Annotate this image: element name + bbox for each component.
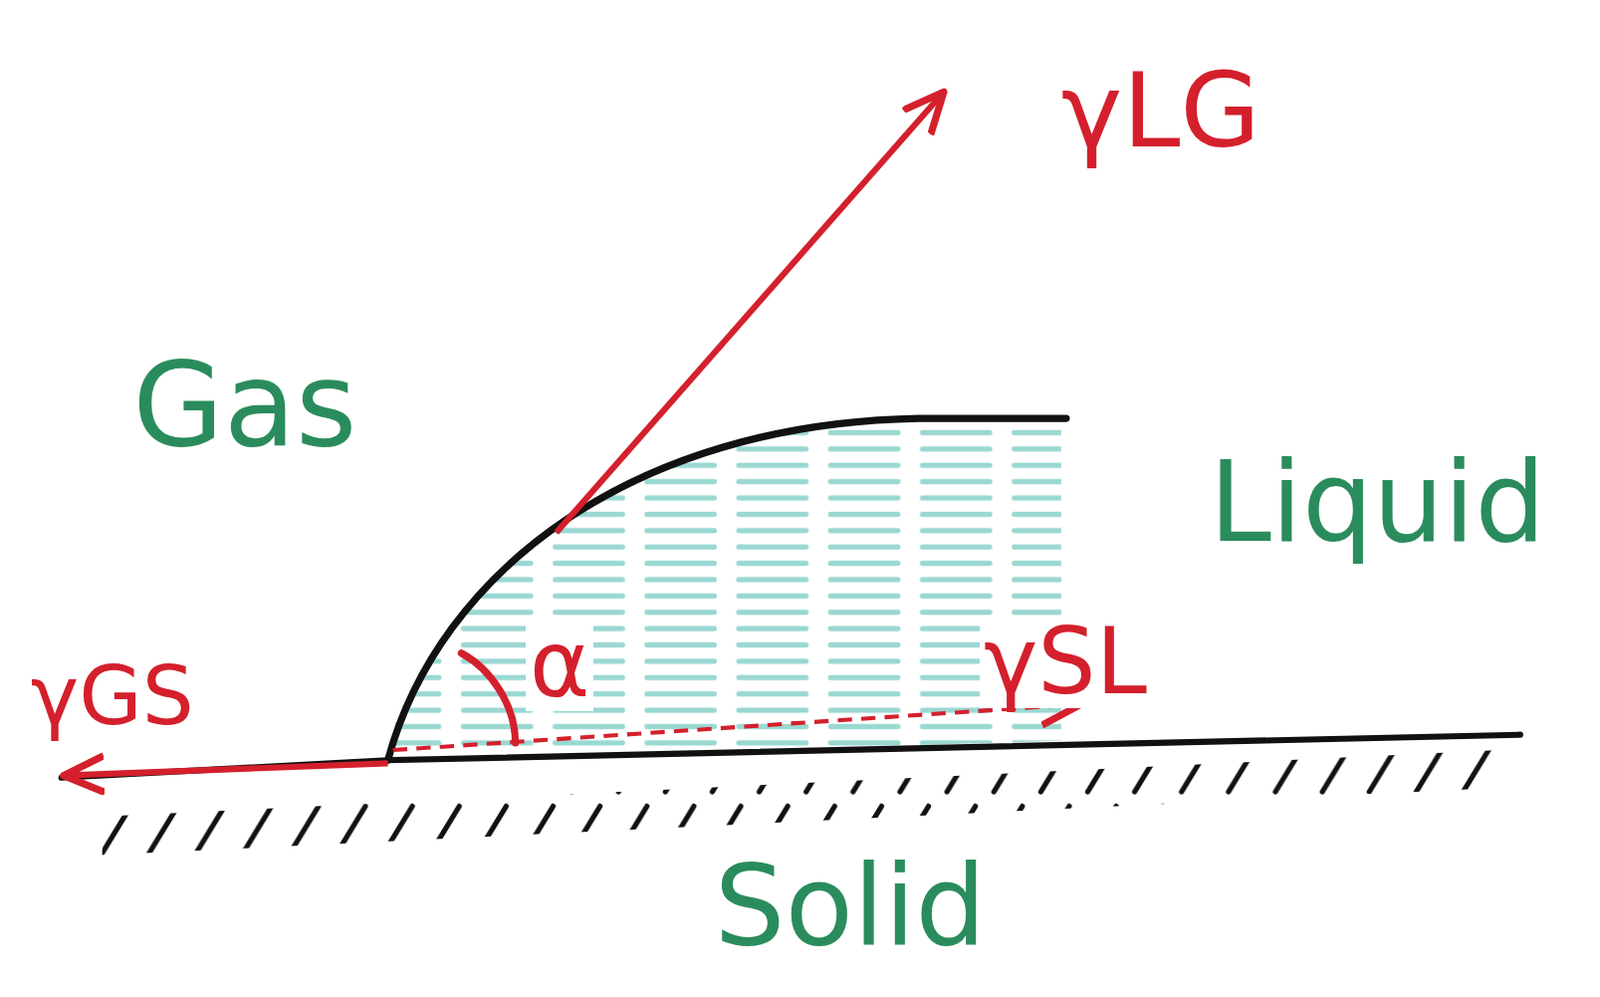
angle-label: α [525, 619, 595, 711]
contact-angle-arc [460, 653, 515, 743]
tension-label: γLG [1061, 58, 1261, 163]
phase-label: Gas [132, 345, 357, 463]
gamma-gs-arrow [63, 762, 389, 775]
gamma-lg-arrow [556, 91, 944, 533]
liquid-surface [388, 418, 1067, 760]
tension-label: γGS [30, 655, 195, 737]
tension-label: γSL [979, 616, 1151, 708]
gamma-sl-arrow [393, 703, 1083, 750]
phase-label: Solid [713, 849, 986, 961]
phase-label: Liquid [1208, 446, 1546, 558]
solid-surface [61, 734, 1521, 778]
